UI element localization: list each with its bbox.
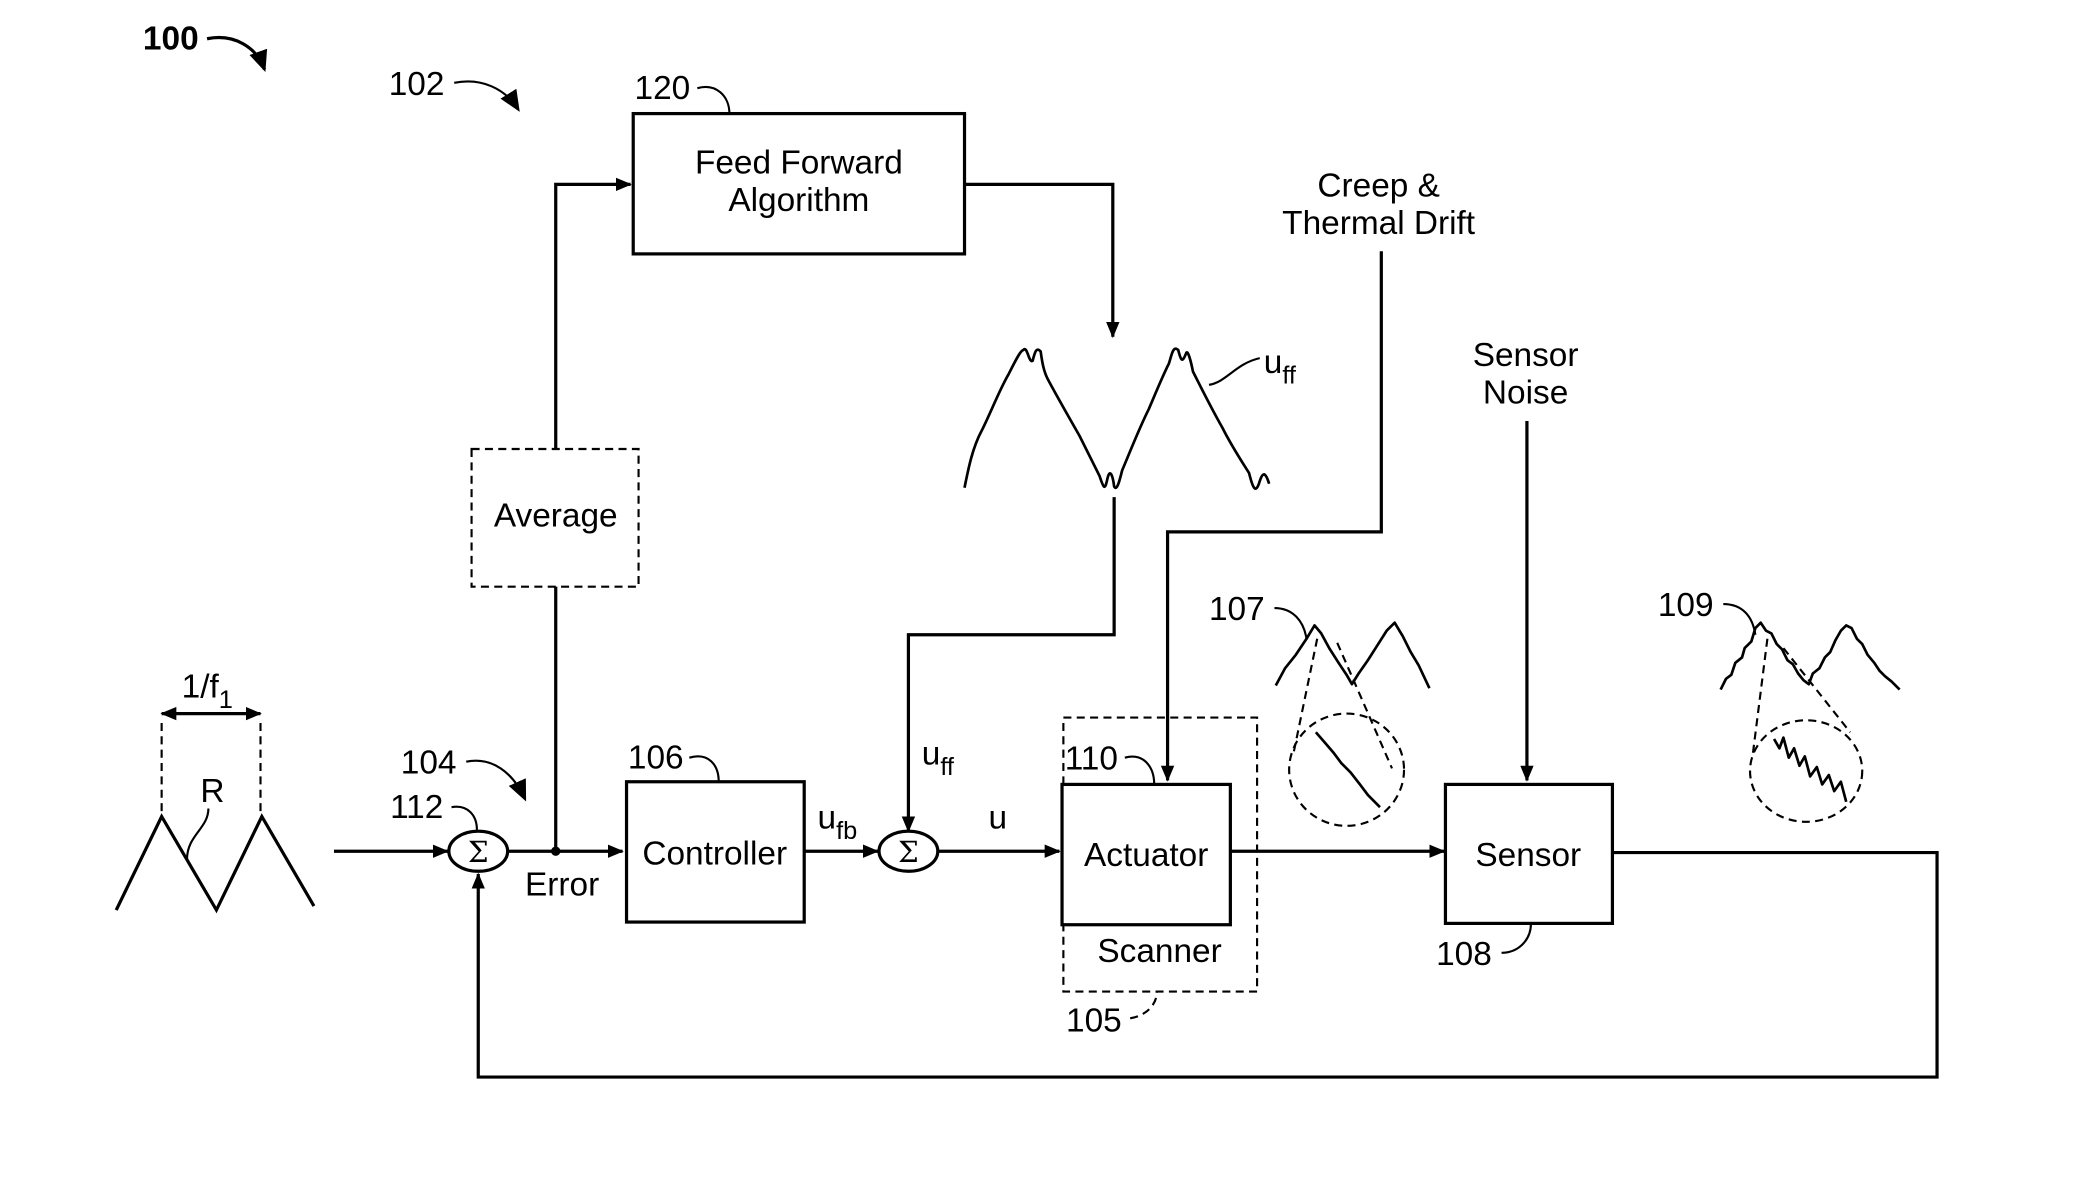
average-to-feedforward-line (556, 184, 631, 449)
uff-leader-line (1209, 358, 1260, 385)
uff-wave-label: uff (1264, 344, 1297, 390)
average-label: Average (494, 498, 618, 535)
uff-wave-trace (965, 349, 1270, 489)
controller-label: Controller (642, 836, 787, 873)
reference-label: R (200, 773, 224, 810)
reference-triangle-wave (116, 816, 314, 910)
period-label: 1/f1 (182, 669, 233, 715)
error-label: Error (525, 866, 599, 903)
leader-line (1274, 608, 1306, 639)
noise-label-line2: Noise (1483, 375, 1568, 412)
magnifier-circle (1750, 720, 1862, 822)
sensor-output-waveform: 109 (1658, 587, 1900, 822)
noise-label-line1: Sensor (1473, 337, 1579, 374)
actuator-ref: 110 (1065, 741, 1118, 778)
leader-line (697, 87, 729, 114)
creep-label-line1: Creep & (1317, 167, 1439, 204)
figure-ref-102: 102 (389, 66, 519, 110)
uff-waveform: uff (965, 344, 1297, 489)
sensor-block[interactable]: Sensor (1445, 784, 1612, 923)
sensor-output-trace (1721, 623, 1900, 690)
summing-junction-2: Σ (879, 831, 938, 871)
feedforward-loop-ref: 102 (389, 66, 445, 103)
sensor-output-ref: 109 (1658, 587, 1714, 624)
figure-number: 100 (143, 20, 199, 57)
magnified-trace (1774, 738, 1846, 802)
scanner-output-ref: 107 (1209, 591, 1265, 628)
controller-block[interactable]: Controller (627, 782, 805, 922)
leader-arrow-icon (207, 38, 264, 70)
feedback-loop-ref: 104 (401, 745, 457, 782)
magnifier-cone (1293, 639, 1392, 769)
sensor-ref: 108 (1436, 936, 1492, 973)
reference-leader-line (187, 808, 208, 859)
actuator-label: Actuator (1084, 837, 1208, 874)
creep-label-line2: Thermal Drift (1282, 205, 1476, 242)
u-label: u (989, 800, 1008, 837)
feed-forward-algorithm-block[interactable]: Feed Forward Algorithm (633, 114, 964, 254)
scanner-output-trace (1276, 623, 1430, 688)
uff-to-sum-line (908, 497, 1114, 831)
summing-junction-1-ref: 112 (390, 789, 443, 826)
sensor-noise-disturbance: Sensor Noise (1473, 337, 1579, 780)
leader-line (1502, 923, 1531, 952)
ufb-label: ufb (818, 800, 858, 846)
sigma-icon: Σ (468, 835, 489, 869)
feed-forward-label-line2: Algorithm (728, 182, 869, 219)
summing-junction-1: Σ (449, 831, 508, 871)
leader-line (452, 807, 477, 830)
controller-ref: 106 (628, 739, 684, 776)
magnifier-cone (1753, 639, 1851, 755)
scanner-output-waveform: 107 (1209, 591, 1429, 826)
actuator-block[interactable]: Actuator (1062, 784, 1230, 924)
reference-signal: 1/f1 R (116, 669, 314, 910)
leader-arrow-icon (466, 761, 525, 799)
feed-forward-label-line1: Feed Forward (695, 145, 903, 182)
leader-arrow-icon (454, 81, 518, 109)
uff-label: uff (922, 735, 955, 781)
sensor-label: Sensor (1475, 837, 1581, 874)
figure-ref-100: 100 (143, 20, 265, 69)
feedforward-output-line (965, 184, 1113, 336)
scanner-label: Scanner (1097, 933, 1221, 970)
sigma-icon: Σ (898, 835, 919, 869)
creep-thermal-drift-disturbance: Creep & Thermal Drift (1168, 167, 1476, 780)
scanner-ref: 105 (1066, 1003, 1122, 1040)
magnified-trace (1316, 732, 1380, 807)
average-block[interactable]: Average (472, 449, 639, 587)
error-junction-dot (551, 847, 560, 856)
leader-line (1723, 604, 1755, 635)
feed-forward-ref: 120 (635, 70, 691, 107)
leader-line (1125, 757, 1154, 785)
leader-line (1130, 992, 1157, 1019)
leader-line (689, 756, 718, 781)
creep-to-actuator-line (1168, 251, 1382, 780)
